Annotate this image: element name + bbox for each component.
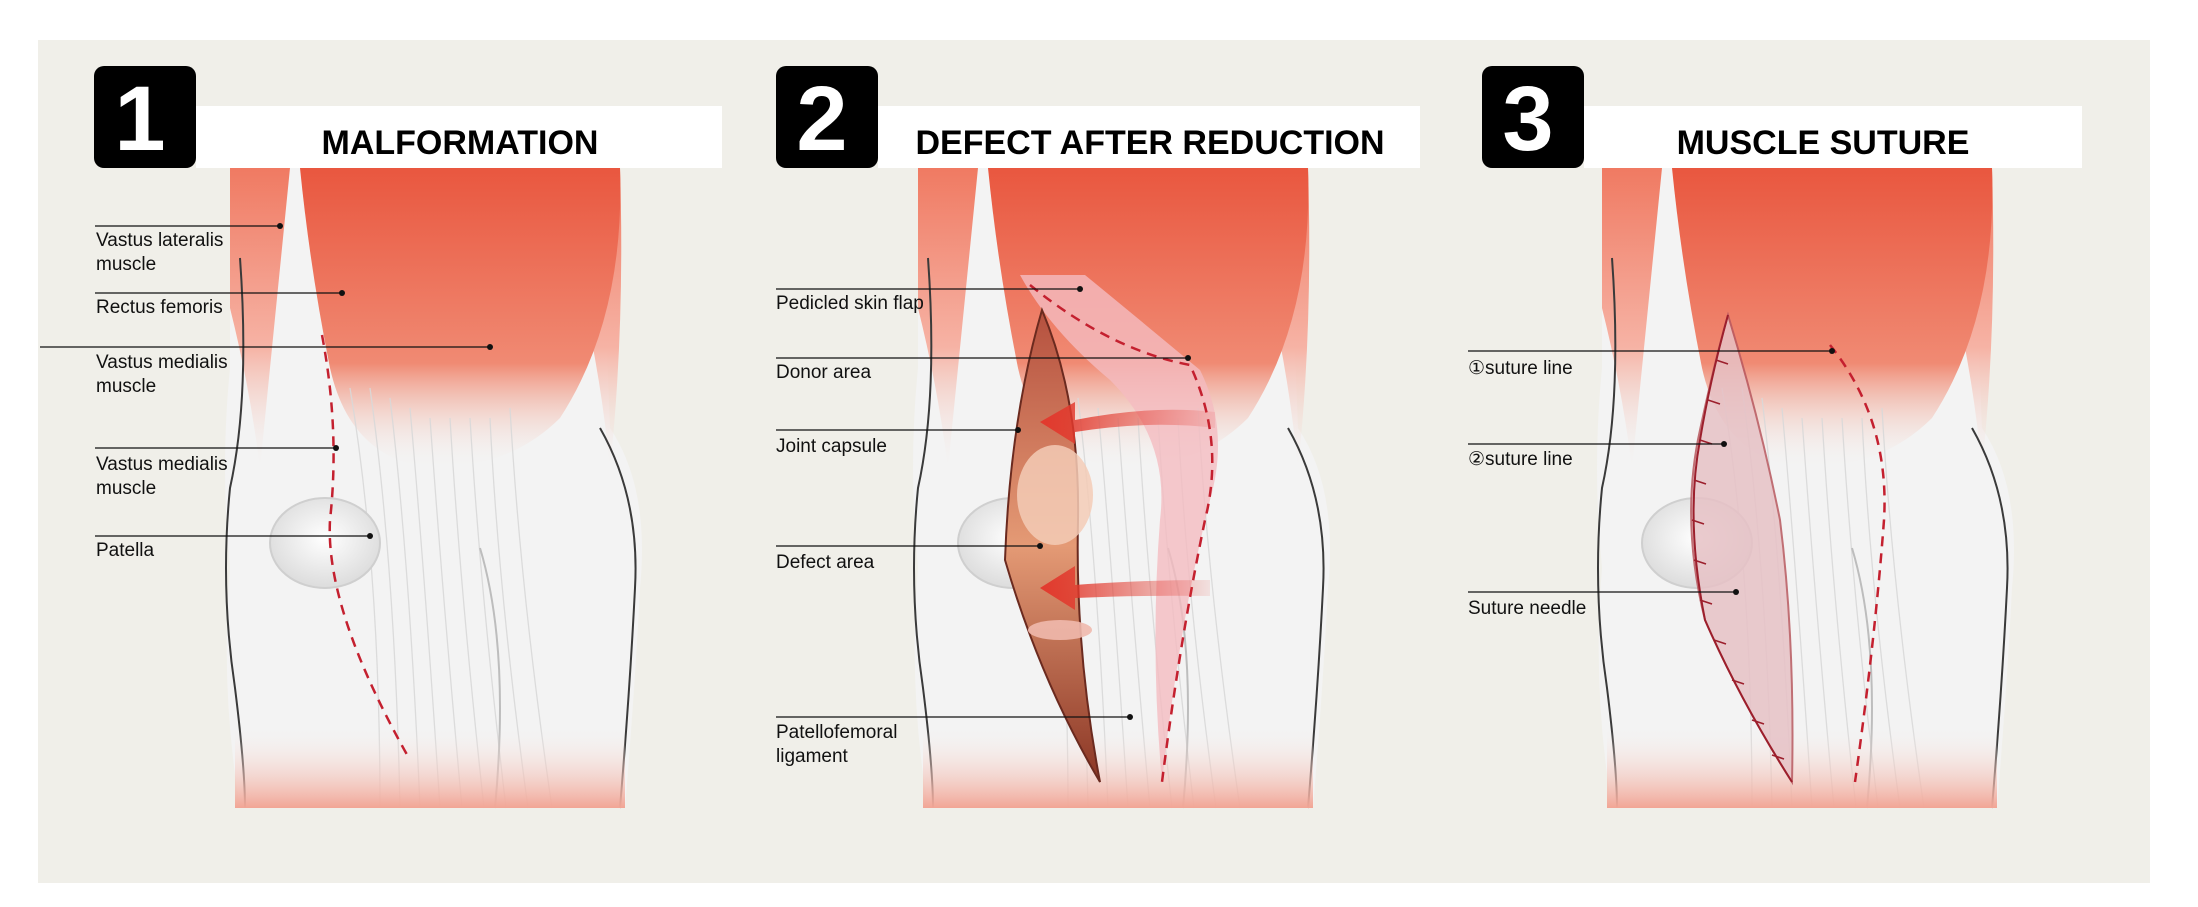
anatomy-label: Patella (95, 533, 373, 561)
svg-text:Patella: Patella (96, 540, 155, 561)
anatomy-label: Rectus femoris (95, 290, 345, 318)
panel-defect-after-reduction: 2 DEFECT AFTER REDUCTION Pedicled skin f… (776, 66, 1420, 809)
svg-text:Rectus femoris: Rectus femoris (96, 297, 223, 318)
panel-number-badge (776, 66, 878, 168)
reduction-arrow (1040, 402, 1215, 444)
anatomy-label: Suture needle (1468, 589, 1739, 619)
pedicled-skin-flap (1020, 275, 1218, 782)
svg-text:Suture needle: Suture needle (1468, 598, 1586, 619)
anatomy-label: Pedicled skin flap (776, 286, 1083, 314)
svg-text:Pedicled skin flap: Pedicled skin flap (776, 293, 924, 314)
panel-title-bar (1584, 106, 2082, 168)
panel-number: 1 (114, 68, 165, 170)
reduction-arrow (1040, 566, 1210, 610)
panel-title: MUSCLE SUTURE (1677, 124, 1970, 162)
svg-text:Donor area: Donor area (776, 362, 871, 383)
panel-number-badge (94, 66, 196, 168)
suture-stitches (1691, 359, 1785, 760)
anatomy-label: Donor area (776, 355, 1191, 383)
svg-text:①suture line: ①suture line (1468, 358, 1573, 379)
panel-title: MALFORMATION (322, 124, 599, 162)
anatomy-label: Joint capsule (776, 427, 1021, 457)
anatomy-label: Defect area (776, 543, 1043, 573)
panel-number: 2 (796, 68, 847, 170)
panel-title-bar (196, 106, 722, 168)
panel-muscle-suture: 3 MUSCLE SUTURE ①suture line ②suture lin… (1468, 66, 2082, 809)
svg-text:②suture line: ②suture line (1468, 449, 1573, 470)
anatomy-label: ②suture line (1468, 441, 1727, 470)
panel-number: 3 (1502, 68, 1553, 170)
panel-title-bar (878, 106, 1420, 168)
panel-title: DEFECT AFTER REDUCTION (915, 124, 1384, 162)
anatomy-label: ①suture line (1468, 348, 1835, 379)
svg-text:Joint capsule: Joint capsule (776, 436, 887, 457)
svg-text:Defect area: Defect area (776, 552, 875, 573)
incision-line (320, 334, 412, 761)
panel-number-badge (1482, 66, 1584, 168)
